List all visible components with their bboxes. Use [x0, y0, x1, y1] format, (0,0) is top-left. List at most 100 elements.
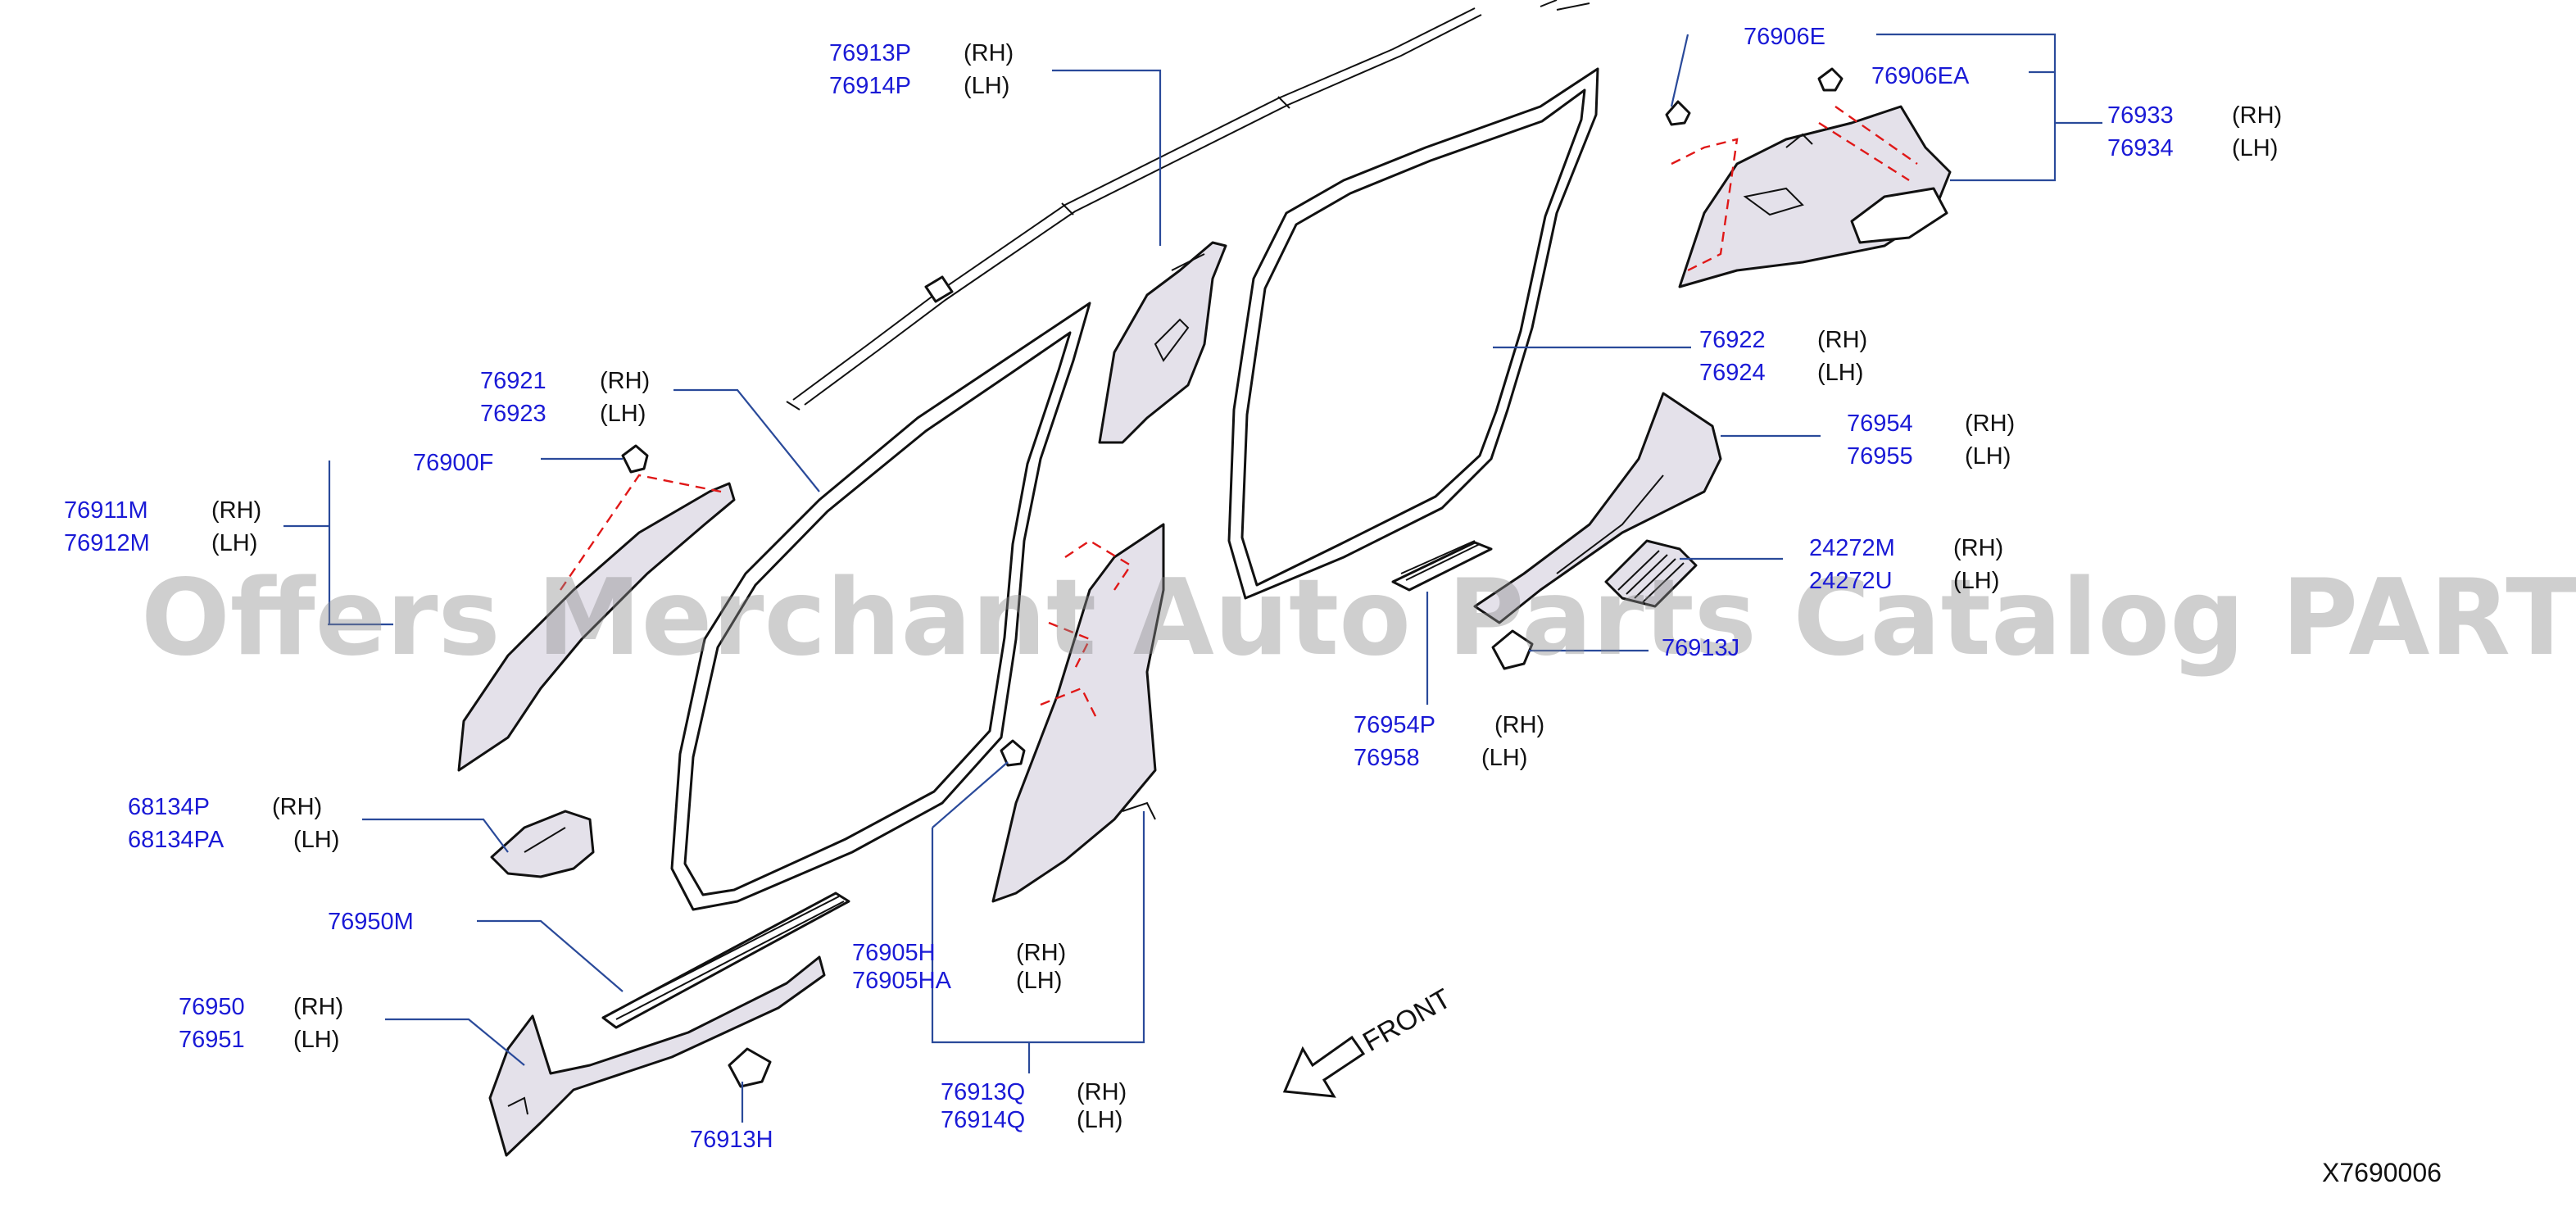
part-number: 76950M [328, 909, 414, 935]
callout-24272U[interactable]: 24272U (LH) [1809, 568, 1999, 594]
callout-76905H[interactable]: 76905H (RH) [852, 940, 1066, 966]
part-number: 76922 [1699, 327, 1766, 353]
side-label: (RH) [272, 794, 322, 820]
callout-76905HA[interactable]: 76905HA (LH) [852, 968, 1062, 994]
front-step-plate [601, 892, 850, 1029]
side-label: (LH) [964, 73, 1009, 99]
part-number: 76958 [1354, 745, 1420, 771]
callout-76921[interactable]: 76921 (RH) [480, 368, 650, 394]
part-number: 76912M [64, 530, 150, 556]
part-number: 76905HA [852, 968, 952, 994]
side-label: (RH) [1494, 712, 1544, 738]
part-number: 76911M [64, 497, 148, 524]
callout-76914Q[interactable]: 76914Q (LH) [941, 1107, 1122, 1133]
center-pillar-upper-garnish [1098, 241, 1227, 444]
part-number: 76913H [690, 1127, 773, 1153]
callout-76951[interactable]: 76951 (LH) [179, 1027, 339, 1053]
bracket-68134P [490, 810, 595, 878]
callout-68134PA[interactable]: 68134PA (LH) [128, 827, 339, 853]
callout-76906E[interactable]: 76906E [1744, 24, 1825, 50]
front-direction-arrow: FRONT [1282, 982, 1456, 1098]
callout-76934[interactable]: 76934 (LH) [2107, 135, 2278, 161]
harness-connector [1604, 539, 1698, 608]
callout-76954[interactable]: 76954 (RH) [1847, 411, 2015, 437]
side-label: (LH) [600, 401, 646, 427]
clip-76913H [728, 1047, 772, 1088]
part-number: 76914P [829, 73, 911, 99]
part-number: 76921 [480, 368, 546, 394]
part-number: 24272M [1809, 535, 1895, 561]
callout-76913Q[interactable]: 76913Q (RH) [941, 1079, 1127, 1105]
side-label: (LH) [1481, 745, 1527, 771]
side-label: (LH) [2232, 135, 2278, 161]
callout-76958[interactable]: 76958 (LH) [1354, 745, 1527, 771]
part-number: 76913J [1662, 635, 1739, 661]
part-number: 68134P [128, 794, 210, 820]
side-label: (LH) [293, 827, 339, 853]
part-number: 76924 [1699, 360, 1766, 386]
callout-76955[interactable]: 76955 (LH) [1847, 443, 2011, 470]
side-label: (LH) [1016, 968, 1062, 994]
side-label: (RH) [293, 994, 343, 1020]
callout-76913P[interactable]: 76913P (RH) [829, 40, 1014, 66]
callout-76913J[interactable]: 76913J [1662, 635, 1739, 661]
center-pillar-lower-garnish [991, 523, 1165, 903]
callout-76914P[interactable]: 76914P (LH) [829, 73, 1009, 99]
part-number: 76951 [179, 1027, 245, 1053]
side-label: (LH) [1077, 1107, 1122, 1133]
callout-76933[interactable]: 76933 (RH) [2107, 102, 2282, 129]
part-number: 76914Q [941, 1107, 1025, 1133]
part-number: 76954 [1847, 411, 1913, 437]
side-label: (RH) [2232, 102, 2282, 129]
part-number: 76913P [829, 40, 911, 66]
part-number: 68134PA [128, 827, 224, 853]
callout-76913H[interactable]: 76913H [690, 1127, 773, 1153]
part-number: 76900F [413, 450, 493, 476]
clip-76913J [1491, 629, 1534, 670]
side-label: (RH) [1077, 1079, 1127, 1105]
part-number: 76906EA [1871, 63, 1970, 89]
callout-76954P[interactable]: 76954P (RH) [1354, 712, 1544, 738]
side-label: (LH) [293, 1027, 339, 1053]
callout-76923[interactable]: 76923 (LH) [480, 401, 646, 427]
side-label: (RH) [1016, 940, 1066, 966]
callout-68134P[interactable]: 68134P (RH) [128, 794, 322, 820]
callout-24272M[interactable]: 24272M (RH) [1809, 535, 2003, 561]
roof-rail-strip [786, 0, 1590, 411]
side-label: (RH) [211, 497, 261, 524]
part-number: 76913Q [941, 1079, 1025, 1105]
side-label: (LH) [1817, 360, 1863, 386]
rear-kicking-plate [1473, 392, 1722, 624]
part-number: 76955 [1847, 443, 1913, 470]
part-number: 76923 [480, 401, 546, 427]
callout-76924[interactable]: 76924 (LH) [1699, 360, 1863, 386]
rear-step-plate [1391, 540, 1493, 592]
rear-door-weatherstrip [1227, 67, 1599, 600]
diagram-code: X7690006 [2322, 1158, 2442, 1187]
part-number: 76950 [179, 994, 245, 1020]
part-number: 76905H [852, 940, 936, 966]
callout-76906EA[interactable]: 76906EA [1871, 63, 1970, 89]
front-kicking-plate [488, 955, 826, 1157]
side-label: (LH) [1965, 443, 2011, 470]
front-label: FRONT [1358, 982, 1456, 1057]
side-label: (LH) [211, 530, 257, 556]
part-number: 76906E [1744, 24, 1825, 50]
callout-76922[interactable]: 76922 (RH) [1699, 327, 1867, 353]
callout-76912M[interactable]: 76912M (LH) [64, 530, 257, 556]
part-number: 76933 [2107, 102, 2174, 129]
callout-76950[interactable]: 76950 (RH) [179, 994, 343, 1020]
side-label: (RH) [964, 40, 1014, 66]
callout-76911M[interactable]: 76911M (RH) [64, 497, 261, 524]
side-label: (RH) [1817, 327, 1867, 353]
callout-76900F[interactable]: 76900F [413, 450, 493, 476]
part-number: 24272U [1809, 568, 1893, 594]
part-number: 76934 [2107, 135, 2174, 161]
watermark: Offers Merchant Auto Parts Catalog PARTS… [141, 557, 2576, 679]
part-number: 76954P [1354, 712, 1435, 738]
front-door-weatherstrip [670, 302, 1091, 911]
side-label: (RH) [600, 368, 650, 394]
callout-76950M[interactable]: 76950M [328, 909, 414, 935]
leader-lines [283, 33, 2102, 1123]
